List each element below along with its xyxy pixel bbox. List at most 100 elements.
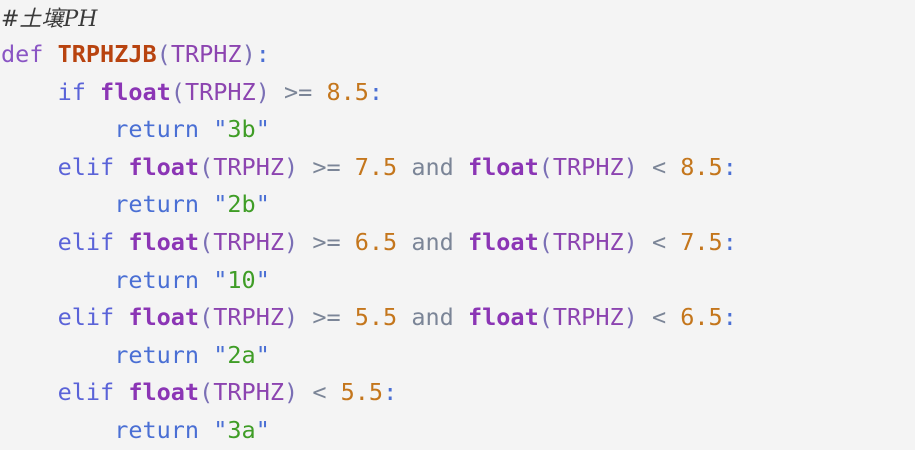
code-line: return "3b" [0, 111, 915, 149]
token-space [114, 228, 128, 256]
code-line: #土壤PH [0, 0, 915, 36]
token-num: 5.5 [354, 303, 398, 332]
token-name: TRPHZ [213, 227, 284, 256]
token-space [114, 153, 128, 181]
code-line: elif float(TRPHZ) >= 6.5 and float(TRPHZ… [0, 224, 915, 262]
token-kw-flow: if [57, 77, 86, 106]
token-num: 5.5 [340, 378, 384, 407]
token-str: 2b [227, 190, 256, 219]
code-indent [1, 115, 114, 143]
token-space [114, 378, 128, 406]
token-space [397, 303, 411, 331]
token-op-and: and [411, 303, 454, 332]
token-punct: ( [199, 303, 214, 332]
token-num: 8.5 [680, 152, 723, 181]
token-quote: " [255, 415, 270, 444]
code-line: elif float(TRPHZ) >= 5.5 and float(TRPHZ… [0, 299, 915, 337]
token-space [298, 228, 312, 256]
token-colon: : [255, 40, 270, 68]
token-punct: ) [284, 303, 299, 332]
token-builtin: float [100, 77, 171, 106]
token-punct: ( [156, 40, 171, 68]
token-space [638, 303, 652, 331]
token-punct: ( [199, 378, 214, 407]
token-space [666, 153, 680, 181]
token-kw-return: return [114, 415, 200, 444]
code-line: def TRPHZJB(TRPHZ): [0, 36, 915, 74]
token-space [270, 78, 284, 106]
code-line: elif float(TRPHZ) >= 7.5 and float(TRPHZ… [0, 149, 915, 187]
token-space [397, 228, 411, 256]
token-punct: ( [199, 152, 214, 181]
token-name: TRPHZ [552, 227, 624, 256]
token-builtin: float [467, 152, 539, 181]
token-num: 6.5 [354, 227, 398, 256]
code-indent [1, 190, 114, 218]
token-punct: ( [170, 77, 185, 106]
code-indent [1, 228, 58, 256]
token-quote: " [213, 340, 228, 369]
token-punct: ) [241, 40, 256, 68]
token-name: TRPHZ [170, 40, 242, 68]
token-quote: " [255, 340, 270, 369]
code-indent [1, 303, 58, 331]
token-num: 7.5 [680, 227, 723, 256]
token-kw-return: return [114, 115, 200, 144]
token-space [638, 153, 652, 181]
token-space [298, 153, 312, 181]
token-kw-def: def [1, 40, 44, 68]
code-indent [1, 153, 58, 181]
token-quote: " [255, 265, 270, 294]
token-funcname: TRPHZJB [57, 40, 157, 68]
token-quote: " [213, 115, 228, 144]
token-space [312, 78, 326, 106]
token-name: TRPHZ [213, 303, 284, 332]
token-punct: ) [623, 303, 638, 332]
token-space [326, 378, 340, 406]
token-name: TRPHZ [213, 152, 284, 181]
code-indent [1, 378, 58, 406]
token-num: 7.5 [354, 152, 398, 181]
token-colon: : [368, 77, 384, 106]
token-space [666, 228, 680, 256]
token-space [86, 78, 100, 106]
token-punct: ) [284, 227, 299, 256]
token-space [341, 228, 355, 256]
token-colon: : [722, 152, 737, 181]
token-comment: #土壤PH [1, 7, 98, 32]
token-builtin: float [128, 378, 200, 407]
token-op: < [651, 152, 667, 181]
code-indent [1, 341, 114, 369]
code-indent [1, 266, 114, 294]
token-kw-return: return [114, 340, 200, 369]
token-space [454, 153, 468, 181]
code-indent [1, 416, 114, 444]
token-name: TRPHZ [184, 77, 256, 106]
token-punct: ) [623, 227, 638, 256]
token-op: < [651, 303, 667, 332]
code-line: return "2b" [0, 186, 915, 224]
token-op: >= [284, 77, 313, 106]
token-space [666, 303, 680, 331]
code-line: return "2a" [0, 337, 915, 375]
code-line: return "10" [0, 262, 915, 300]
token-builtin: float [128, 227, 200, 256]
token-str: 2a [227, 340, 256, 369]
token-op: < [651, 227, 667, 256]
code-line: if float(TRPHZ) >= 8.5: [0, 74, 915, 112]
token-op: >= [312, 303, 341, 332]
token-space [341, 153, 355, 181]
token-space [638, 228, 652, 256]
token-kw-return: return [114, 190, 200, 219]
token-colon: : [722, 227, 737, 256]
token-space [114, 303, 128, 331]
token-punct: ( [199, 227, 214, 256]
token-space [454, 303, 468, 331]
code-line: elif float(TRPHZ) < 5.5: [0, 374, 915, 412]
token-builtin: float [128, 303, 200, 332]
token-punct: ) [623, 152, 638, 181]
token-quote: " [255, 115, 270, 144]
token-kw-flow: elif [57, 378, 115, 407]
token-num: 8.5 [326, 77, 369, 106]
